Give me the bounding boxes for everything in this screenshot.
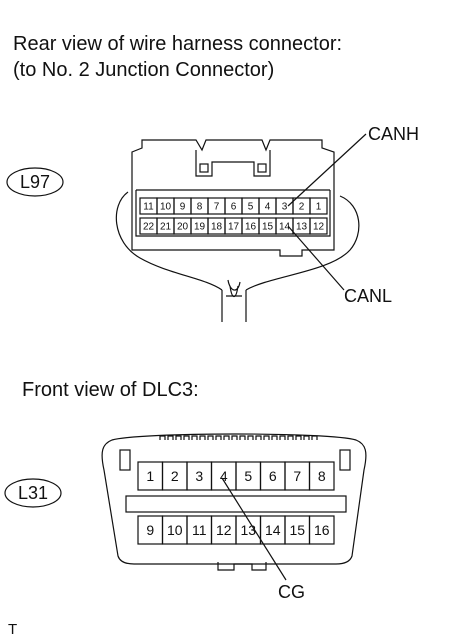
l97-bottom-pin-13: 13 xyxy=(296,222,308,233)
cg-label: CG xyxy=(278,582,305,602)
dlc3-top-pin-1: 1 xyxy=(146,468,154,484)
l97-latch-window-left xyxy=(199,163,209,173)
l97-inner-frame xyxy=(135,189,331,237)
l97-bottom-pin-14: 14 xyxy=(279,222,291,233)
dlc3-bottom-pin-16: 16 xyxy=(314,522,330,538)
canh-leader xyxy=(287,133,367,207)
l97-top-pin-2: 2 xyxy=(299,202,305,213)
connector-view-subtitle: (to No. 2 Junction Connector) xyxy=(13,59,275,81)
dlc3-top-pin-4: 4 xyxy=(220,468,228,484)
l97-bottom-pin-12: 12 xyxy=(313,222,325,233)
dlc3-bottom-pin-11: 11 xyxy=(192,522,207,538)
l31-tag: L31 xyxy=(18,483,48,503)
l97-top-pin-10: 10 xyxy=(160,202,172,213)
l97-bottom-pin-15: 15 xyxy=(262,222,274,233)
dlc3-bottom-pin-15: 15 xyxy=(289,522,305,538)
canl-leader xyxy=(287,225,345,291)
dlc3-top-ridges xyxy=(159,435,318,440)
dlc3-bottom-pin-10: 10 xyxy=(167,522,183,538)
canh-label: CANH xyxy=(368,124,419,144)
dlc3-bottom-pin-13: 13 xyxy=(240,522,256,538)
dlc3-center-bar xyxy=(125,495,347,513)
dlc3-top-pin-7: 7 xyxy=(293,468,301,484)
dlc3-right-key xyxy=(339,449,351,471)
l97-top-pin-3: 3 xyxy=(282,202,288,213)
l97-bottom-pin-16: 16 xyxy=(245,222,257,233)
dlc3-bottom-notch xyxy=(217,562,267,571)
l97-tag-bubble xyxy=(6,167,64,197)
dlc3-top-pin-6: 6 xyxy=(269,468,277,484)
dlc3-housing xyxy=(101,433,367,565)
l97-latch-window-right xyxy=(257,163,267,173)
dlc3-bottom-row: 9 10 11 12 13 14 15 16 xyxy=(137,515,335,545)
canl-label: CANL xyxy=(344,286,392,306)
l97-top-pin-1: 1 xyxy=(316,202,322,213)
l97-housing xyxy=(131,139,335,257)
l97-bottom-cell xyxy=(309,217,328,235)
l97-top-pin-9: 9 xyxy=(180,202,186,213)
l97-top-pin-8: 8 xyxy=(197,202,203,213)
l97-bottom-pin-18: 18 xyxy=(211,222,223,233)
dlc3-bottom-pin-14: 14 xyxy=(265,522,281,538)
dlc3-bottom-pin-9: 9 xyxy=(146,522,154,538)
l97-tag: L97 xyxy=(20,172,50,192)
dlc3-top-pin-3: 3 xyxy=(195,468,203,484)
dlc3-bottom-cell xyxy=(308,515,335,545)
dlc3-top-pin-8: 8 xyxy=(318,468,326,484)
dlc3-top-pin-2: 2 xyxy=(171,468,179,484)
l97-top-pin-4: 4 xyxy=(265,202,271,213)
dlc3-top-pin-5: 5 xyxy=(244,468,252,484)
dlc3-left-key xyxy=(119,449,131,471)
l97-bottom-pin-22: 22 xyxy=(143,222,155,233)
l97-top-pin-5: 5 xyxy=(248,202,254,213)
l97-top-pin-6: 6 xyxy=(231,202,237,213)
l97-bottom-pin-21: 21 xyxy=(160,222,172,233)
wire-bundle xyxy=(226,279,242,298)
l97-top-pin-11: 11 xyxy=(143,202,154,213)
l97-bottom-pin-19: 19 xyxy=(194,222,206,233)
connector-view-title: Rear view of wire harness connector: xyxy=(13,33,343,55)
cg-leader xyxy=(221,477,287,581)
dlc3-top-cell xyxy=(308,461,335,491)
wire-harness-loop xyxy=(115,191,360,291)
l97-top-cell xyxy=(309,197,328,215)
l97-bottom-pin-20: 20 xyxy=(177,222,189,233)
l97-bottom-pin-17: 17 xyxy=(228,222,240,233)
l31-tag-bubble xyxy=(4,478,62,508)
dlc3-view-title: Front view of DLC3: xyxy=(22,379,199,401)
l97-bottom-row: 22 21 20 19 18 17 16 15 14 13 12 xyxy=(139,217,328,235)
dlc3-bottom-pin-12: 12 xyxy=(216,522,232,538)
footer-mark: T xyxy=(8,621,17,638)
l97-latch xyxy=(195,150,271,177)
l97-top-pin-7: 7 xyxy=(214,202,220,213)
